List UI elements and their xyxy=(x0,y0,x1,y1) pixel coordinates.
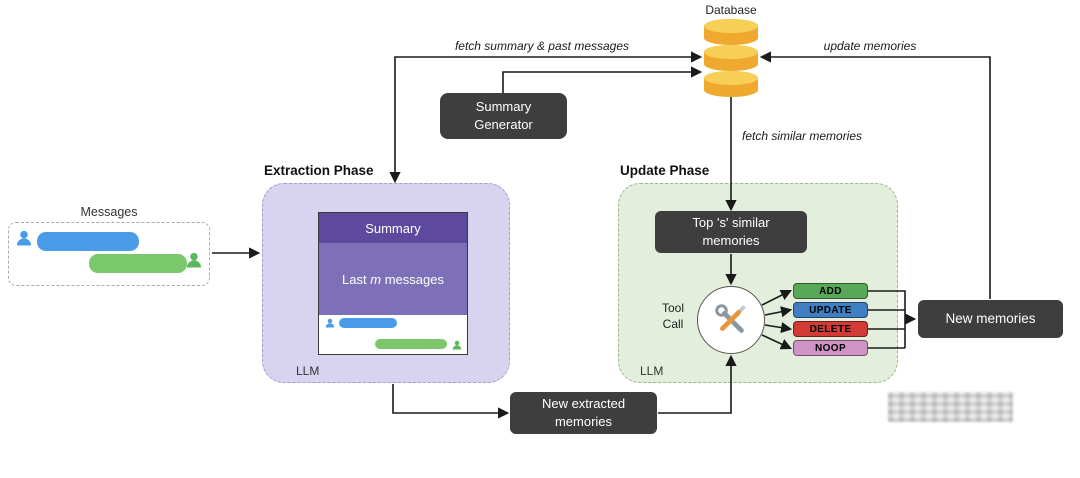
new-memories-box: New memories xyxy=(918,300,1063,338)
user-icon-blue xyxy=(16,230,32,246)
watermark xyxy=(888,392,1013,422)
prompt-messages-preview xyxy=(319,315,467,354)
messages-panel xyxy=(8,222,210,286)
tool-call-circle xyxy=(697,286,765,354)
message-bubble-blue xyxy=(37,232,139,251)
edge-label-fetch-similar: fetch similar memories xyxy=(742,129,863,143)
messages-panel-label: Messages xyxy=(80,205,138,219)
database-icon xyxy=(704,19,758,97)
summary-generator-box: Summary Generator xyxy=(440,93,567,139)
edge-label-update-memories: update memories xyxy=(823,39,917,53)
action-update: UPDATE xyxy=(793,302,868,318)
update-phase-title: Update Phase xyxy=(620,163,710,178)
edge-summary-generator-db xyxy=(502,66,703,93)
update-llm-label: LLM xyxy=(640,364,664,378)
edge-extraction-to-extracted xyxy=(392,384,510,419)
user-icon-green xyxy=(186,252,202,268)
mini-bubble-blue xyxy=(339,318,397,328)
database-label: Database xyxy=(705,3,757,17)
mini-user-icon-blue xyxy=(325,318,335,328)
message-bubble-green xyxy=(89,254,187,273)
prompt-last-m-messages: Last m messages xyxy=(319,243,467,315)
new-extracted-memories-box: New extracted memories xyxy=(510,392,657,434)
prompt-summary-header: Summary xyxy=(319,213,467,243)
prompt-text-m: m xyxy=(370,271,382,287)
mini-user-icon-green xyxy=(452,340,462,350)
edge-label-fetch-summary: fetch summary & past messages xyxy=(454,39,630,53)
action-noop: NOOP xyxy=(793,340,868,356)
prompt-box: Summary Last m messages xyxy=(318,212,468,355)
prompt-text-prefix: Last xyxy=(342,271,371,287)
action-delete: DELETE xyxy=(793,321,868,337)
top-similar-memories-box: Top 's' similar memories xyxy=(655,211,807,253)
extraction-phase-title: Extraction Phase xyxy=(264,163,374,178)
mini-bubble-green xyxy=(375,339,447,349)
tool-call-label: Tool Call xyxy=(661,301,684,331)
prompt-text-suffix: messages xyxy=(381,271,444,287)
extraction-llm-label: LLM xyxy=(296,364,320,378)
action-add: ADD xyxy=(793,283,868,299)
tools-icon xyxy=(715,304,746,333)
